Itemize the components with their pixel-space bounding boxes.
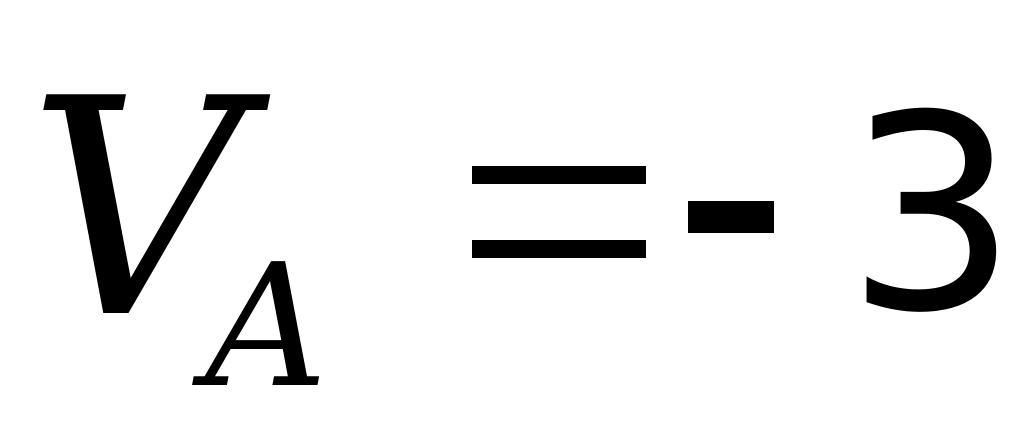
value-number: 3	[846, 57, 1018, 372]
equals-bar-top	[472, 166, 646, 184]
equals-bar-bottom	[472, 240, 646, 258]
variable-symbol: V	[28, 35, 245, 384]
variable-subscript: A	[205, 228, 328, 424]
minus-sign	[688, 201, 774, 233]
